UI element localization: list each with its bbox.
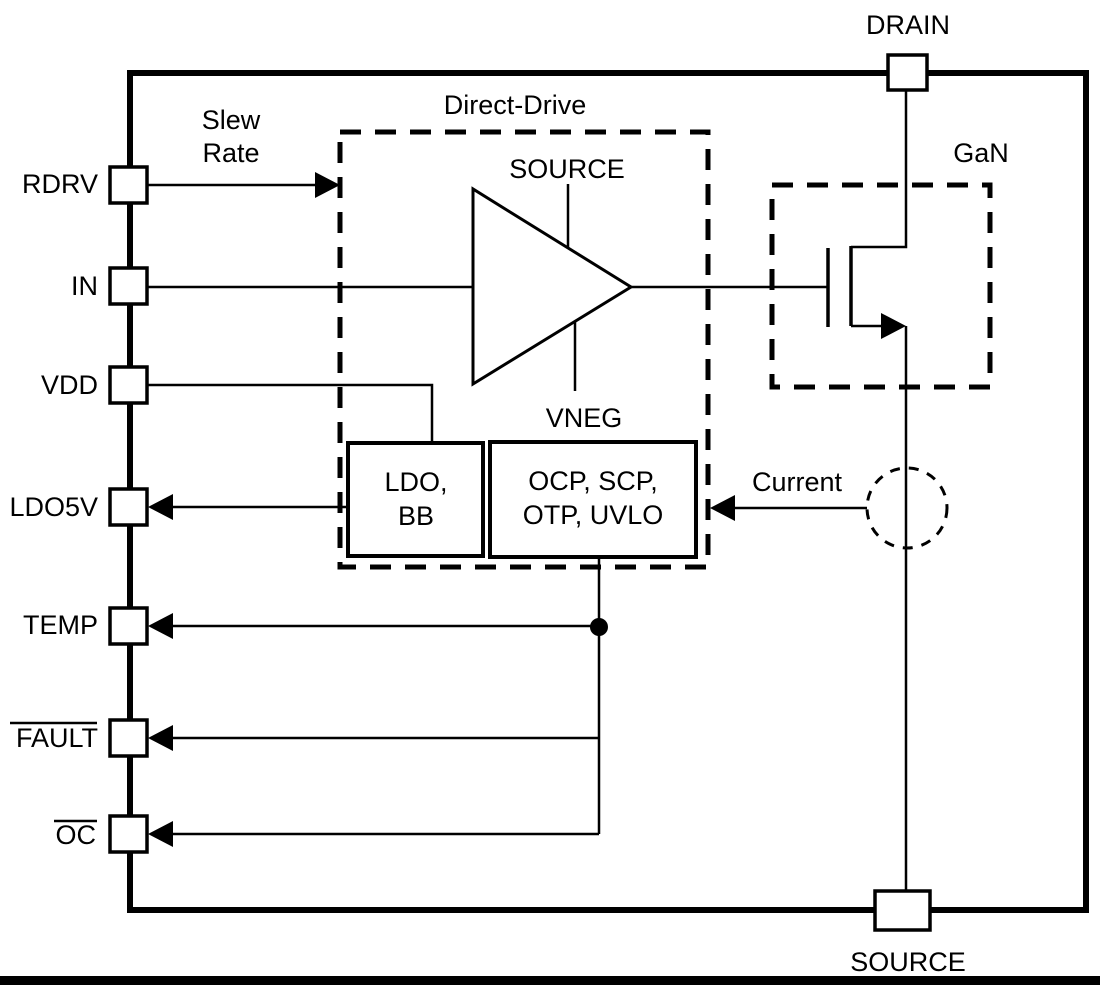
ldo-bb-label-line2: BB (398, 501, 434, 531)
ldo-bb-box (346, 441, 485, 558)
slew-rate-label-line1: Slew (202, 105, 261, 135)
pin-fault (108, 718, 149, 758)
amp-source-label: SOURCE (509, 154, 625, 184)
drain-wire (851, 90, 908, 249)
rdrv-label: RDRV (22, 169, 98, 199)
vdd-label: VDD (41, 370, 98, 400)
amp-vneg-label: VNEG (546, 403, 623, 433)
pin-source (873, 889, 932, 932)
pin-temp (108, 606, 149, 646)
fet-source-arrowhead (881, 313, 906, 339)
junction-dot (590, 618, 608, 636)
direct-drive-box (337, 129, 711, 570)
ldo5v-arrowhead (148, 494, 173, 520)
temp-arrowhead (148, 613, 173, 639)
ldo-bb-label-line1: LDO, (384, 467, 447, 497)
pin-vdd (108, 365, 149, 405)
bottom-rule (0, 976, 1100, 985)
pin-rdrv (108, 165, 149, 205)
source-label: SOURCE (850, 947, 966, 977)
gan-box (769, 182, 993, 390)
amplifier-triangle (471, 186, 634, 387)
protection-box (488, 440, 698, 559)
current-sense-circle (865, 466, 949, 550)
pin-ldo5v (108, 487, 149, 527)
protection-label-line1: OCP, SCP, (528, 466, 658, 496)
protection-label-line2: OTP, UVLO (523, 500, 664, 530)
slew-rate-label-line2: Rate (202, 138, 259, 168)
rdrv-arrowhead (315, 172, 340, 198)
ldo5v-label: LDO5V (9, 492, 98, 522)
fault-label: FAULT (16, 723, 98, 753)
temp-label: TEMP (23, 610, 98, 640)
gan-label: GaN (953, 138, 1009, 168)
direct-drive-label: Direct-Drive (444, 90, 587, 120)
oc-label: OC (56, 820, 97, 850)
pin-oc (108, 814, 149, 854)
pin-drain (886, 53, 929, 92)
vdd-wire (147, 383, 434, 445)
in-label: IN (71, 271, 98, 301)
fault-arrowhead (148, 725, 173, 751)
current-arrowhead (710, 495, 735, 521)
pin-in (108, 266, 149, 306)
oc-arrowhead (148, 821, 173, 847)
drain-label: DRAIN (866, 10, 950, 40)
current-label: Current (752, 467, 843, 497)
